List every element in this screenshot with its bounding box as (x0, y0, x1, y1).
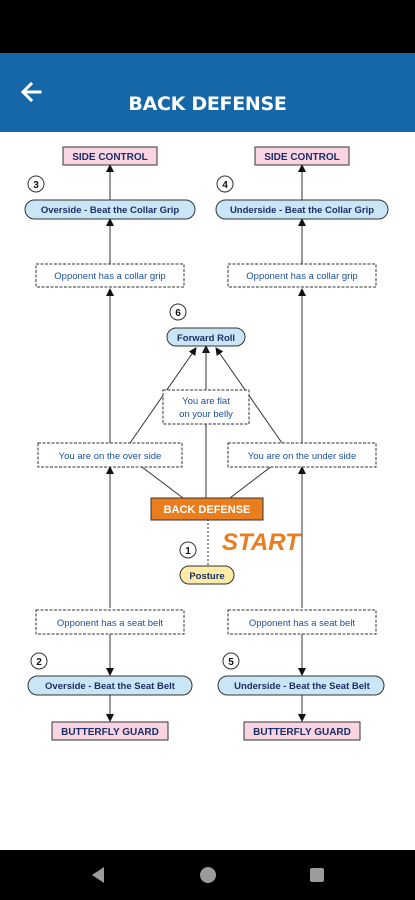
flowchart: SIDE CONTROL SIDE CONTROL BUTTERFLY GUAR… (0, 132, 415, 850)
svg-text:Opponent has a collar grip: Opponent has a collar grip (54, 271, 165, 282)
nav-recents-button[interactable] (304, 862, 330, 888)
technique-underside-collar-grip[interactable]: Underside - Beat the Collar Grip (215, 199, 389, 220)
svg-text:Underside - Beat the Collar Gr: Underside - Beat the Collar Grip (230, 205, 374, 216)
outcome-butterfly-guard-right: BUTTERFLY GUARD (243, 721, 361, 741)
condition-collar-right: Opponent has a collar grip (227, 263, 377, 288)
condition-under-side: You are on the under side (227, 442, 377, 468)
condition-collar-left: Opponent has a collar grip (35, 263, 185, 288)
outcome-side-control-right: SIDE CONTROL (254, 146, 350, 166)
condition-over-side: You are on the over side (37, 442, 183, 468)
svg-text:SIDE CONTROL: SIDE CONTROL (72, 152, 148, 163)
navigation-bar (0, 850, 415, 900)
condition-seat-left: Opponent has a seat belt (35, 609, 185, 635)
back-button[interactable] (14, 75, 48, 109)
svg-text:Opponent has a collar grip: Opponent has a collar grip (246, 271, 357, 282)
condition-flat-on-belly: You are flat on your belly (162, 389, 250, 425)
home-circle-icon (200, 867, 216, 883)
step-number-3: 3 (27, 175, 45, 193)
svg-text:You are on the under side: You are on the under side (248, 451, 356, 462)
svg-text:3: 3 (33, 180, 39, 191)
status-bar (0, 0, 415, 53)
step-number-5: 5 (222, 652, 240, 670)
svg-text:BUTTERFLY GUARD: BUTTERFLY GUARD (61, 727, 159, 738)
app-bar: BACK DEFENSE (0, 53, 415, 132)
nav-home-button[interactable] (195, 862, 221, 888)
arrow-back-icon (20, 81, 42, 103)
svg-text:5: 5 (228, 657, 234, 668)
svg-text:4: 4 (222, 180, 228, 191)
back-defense-central-box[interactable]: BACK DEFENSE (150, 497, 264, 521)
svg-text:Overside - Beat the Collar Gri: Overside - Beat the Collar Grip (41, 205, 180, 216)
technique-posture[interactable]: Posture (179, 565, 235, 585)
nav-back-button[interactable] (85, 862, 111, 888)
svg-text:BACK DEFENSE: BACK DEFENSE (164, 504, 251, 516)
flowchart-canvas: SIDE CONTROL SIDE CONTROL BUTTERFLY GUAR… (24, 146, 389, 741)
connector-lines (106, 164, 306, 722)
technique-overside-collar-grip[interactable]: Overside - Beat the Collar Grip (24, 199, 196, 220)
page-title: BACK DEFENSE (128, 93, 287, 115)
svg-text:Opponent has a seat belt: Opponent has a seat belt (57, 618, 164, 629)
svg-text:Opponent has a seat belt: Opponent has a seat belt (249, 618, 356, 629)
step-number-6: 6 (169, 303, 187, 321)
svg-text:6: 6 (175, 308, 181, 319)
back-triangle-icon (92, 867, 104, 883)
svg-text:2: 2 (36, 657, 42, 668)
svg-text:Posture: Posture (189, 571, 224, 582)
technique-underside-seat-belt[interactable]: Underside - Beat the Seat Belt (217, 675, 385, 696)
step-number-4: 4 (216, 175, 234, 193)
svg-text:You are flat: You are flat (182, 396, 230, 407)
start-label: START (222, 529, 302, 556)
svg-text:You are on the over side: You are on the over side (59, 451, 162, 462)
svg-text:SIDE CONTROL: SIDE CONTROL (264, 152, 340, 163)
condition-seat-right: Opponent has a seat belt (227, 609, 377, 635)
step-number-2: 2 (30, 652, 48, 670)
recents-square-icon (310, 868, 324, 882)
svg-text:Forward Roll: Forward Roll (177, 333, 235, 344)
outcome-side-control-left: SIDE CONTROL (62, 146, 158, 166)
technique-forward-roll[interactable]: Forward Roll (166, 327, 246, 347)
svg-text:Overside - Beat the Seat Belt: Overside - Beat the Seat Belt (45, 681, 176, 692)
svg-text:1: 1 (185, 546, 191, 557)
svg-text:on your belly: on your belly (179, 409, 233, 420)
outcome-butterfly-guard-left: BUTTERFLY GUARD (51, 721, 169, 741)
step-number-1: 1 (179, 541, 197, 559)
technique-overside-seat-belt[interactable]: Overside - Beat the Seat Belt (27, 675, 193, 696)
svg-text:Underside - Beat the Seat Belt: Underside - Beat the Seat Belt (234, 681, 371, 692)
svg-text:BUTTERFLY GUARD: BUTTERFLY GUARD (253, 727, 351, 738)
